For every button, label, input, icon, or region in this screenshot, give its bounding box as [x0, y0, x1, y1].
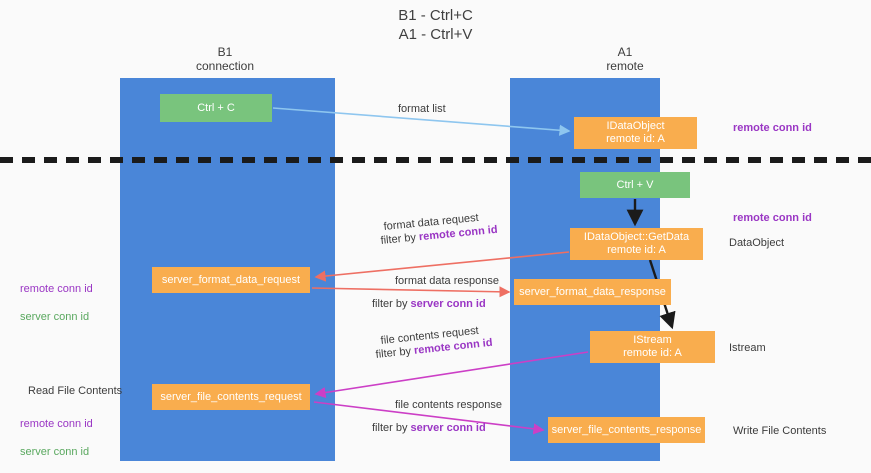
- filter-value-server-conn-id: server conn id: [410, 298, 486, 310]
- label-left-conn-ids-lower: remote conn id server conn id: [20, 403, 93, 473]
- filter-value-server-conn-id-2: server conn id: [410, 422, 486, 434]
- label-remote-conn-id-top: remote conn id: [733, 122, 812, 134]
- column-header-b1: B1 connection: [195, 45, 255, 73]
- filter-prefix: filter by: [375, 344, 415, 361]
- filter-prefix: filter by: [372, 422, 411, 434]
- box-ctrl-v[interactable]: Ctrl + V: [580, 172, 690, 198]
- label-dataobject: DataObject: [729, 237, 785, 249]
- box-istream[interactable]: IStream remote id: A: [590, 331, 715, 363]
- label-write-file-contents: Write File Contents: [733, 425, 827, 437]
- wire-label-format-list: format list: [398, 103, 446, 115]
- label-left-conn-ids-upper: remote conn id server conn id: [20, 268, 93, 338]
- box-ctrl-c[interactable]: Ctrl + C: [160, 94, 272, 122]
- wire-label-file-contents-response: file contents response: [395, 399, 503, 411]
- label-remote-conn-id-left: remote conn id: [20, 283, 93, 295]
- label-remote-conn-id-left-2: remote conn id: [20, 418, 93, 430]
- filter-prefix: filter by: [372, 298, 411, 310]
- label-remote-conn-id-mid: remote conn id: [733, 212, 812, 224]
- column-header-a1: A1 remote: [606, 45, 644, 73]
- label-server-conn-id-left: server conn id: [20, 311, 90, 323]
- label-read-file-contents: Read File Contents: [28, 385, 123, 397]
- wire-label-format-data-response-filter: filter by server conn id: [372, 297, 486, 312]
- wire-label-format-data-response: format data response: [395, 275, 499, 287]
- wire-label-file-contents-response-filter: filter by server conn id: [372, 421, 486, 436]
- divider-dashed-line: [0, 157, 871, 163]
- label-istream: Istream: [729, 342, 766, 354]
- diagram-title: B1 - Ctrl+C A1 - Ctrl+V: [398, 7, 473, 43]
- label-server-conn-id-left-2: server conn id: [20, 446, 90, 458]
- box-idataobject-getdata[interactable]: IDataObject::GetData remote id: A: [570, 228, 703, 260]
- box-server-file-contents-request[interactable]: server_file_contents_request: [152, 384, 310, 410]
- box-server-file-contents-response[interactable]: server_file_contents_response: [548, 417, 705, 443]
- box-server-format-data-response[interactable]: server_format_data_response: [514, 279, 671, 305]
- box-idataobject[interactable]: IDataObject remote id: A: [574, 117, 697, 149]
- filter-prefix: filter by: [380, 231, 420, 247]
- box-server-format-data-request[interactable]: server_format_data_request: [152, 267, 310, 293]
